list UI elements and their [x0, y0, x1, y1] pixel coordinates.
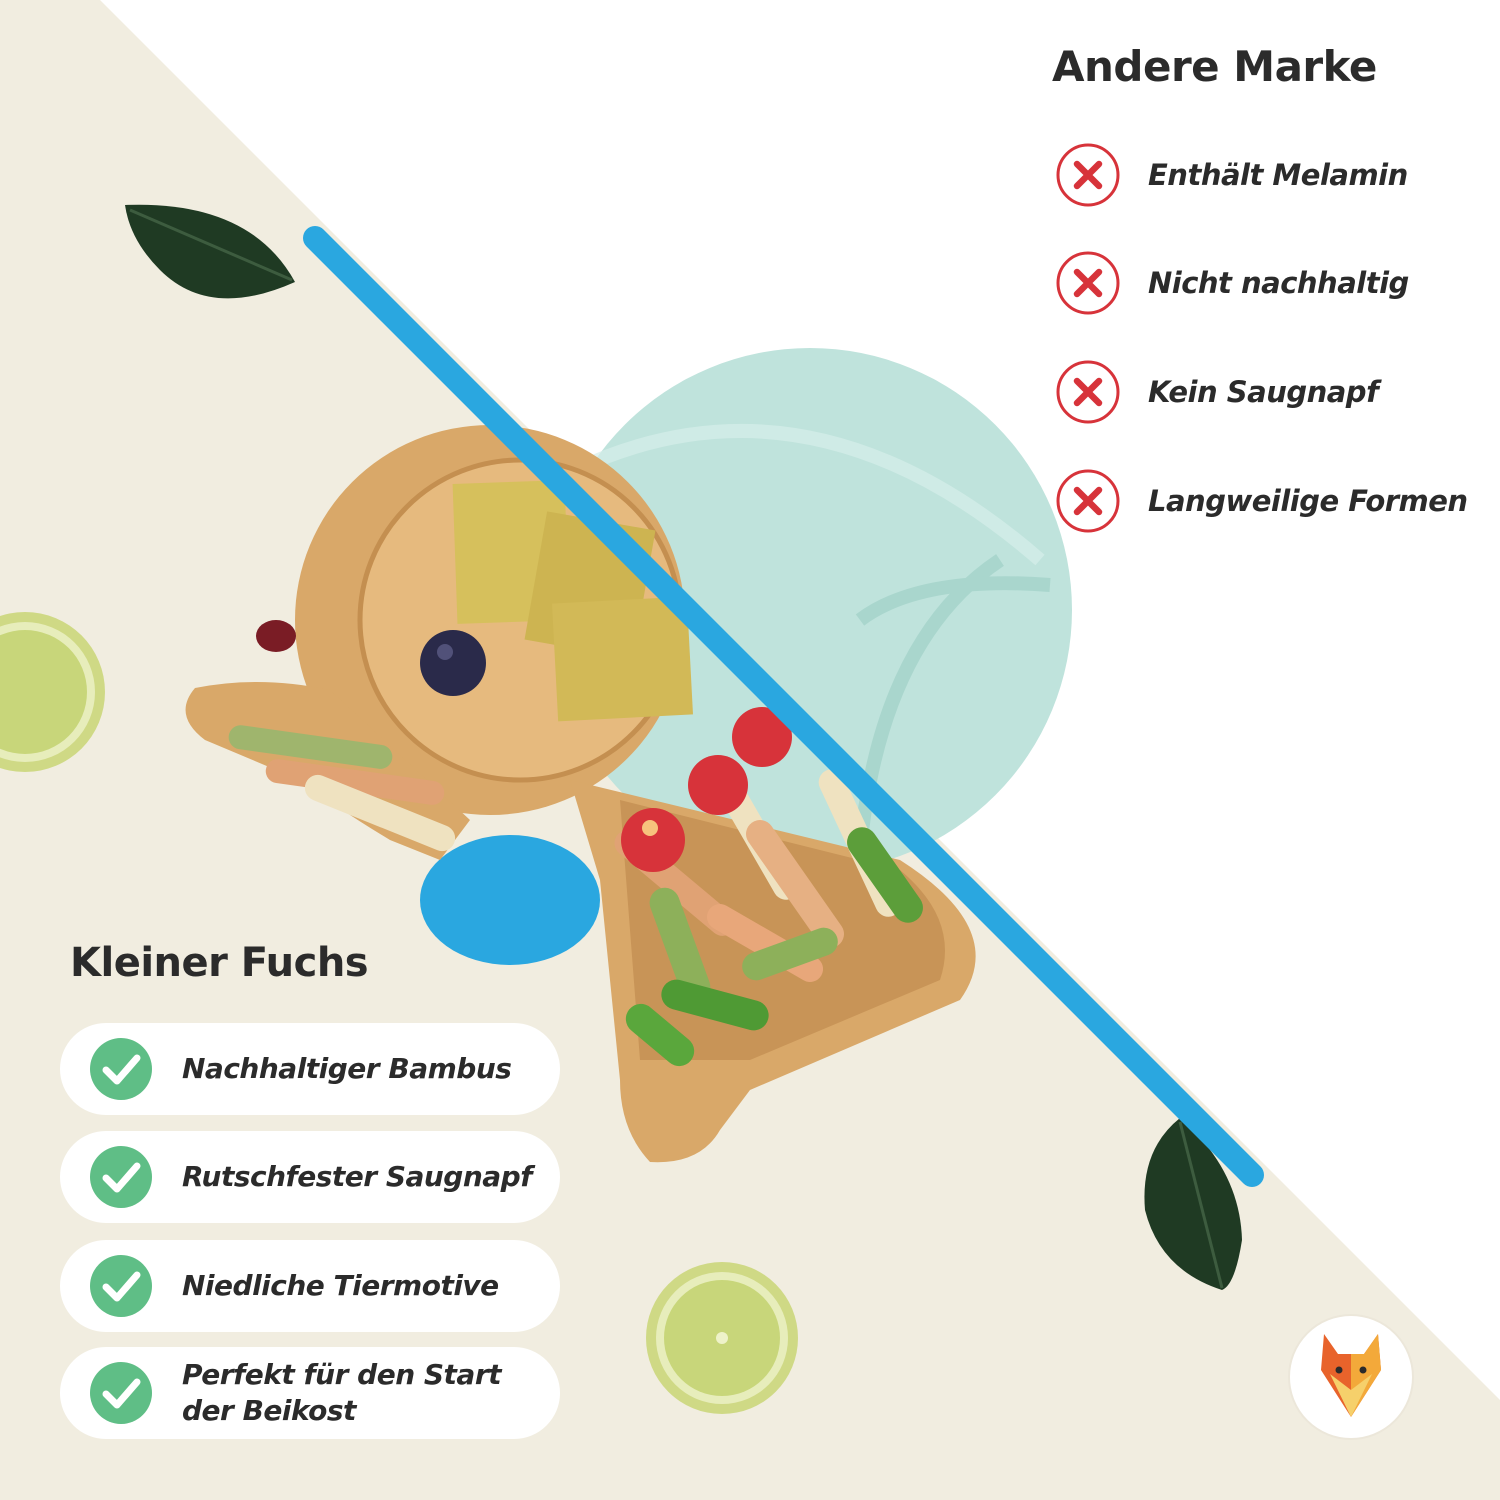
con-item: Langweilige Formen	[1056, 466, 1468, 536]
pro-item: Perfekt für den Start der Beikost	[60, 1347, 560, 1439]
x-circle-icon	[1056, 469, 1120, 533]
pasta-body	[614, 707, 923, 1067]
con-item: Nicht nachhaltig	[1056, 248, 1409, 318]
pro-label: Niedliche Tiermotive	[182, 1269, 499, 1302]
con-item: Kein Saugnapf	[1056, 357, 1379, 427]
check-circle-icon	[90, 1255, 152, 1317]
x-circle-icon	[1056, 251, 1120, 315]
pro-label: Nachhaltiger Bambus	[182, 1052, 512, 1085]
check-circle-icon	[90, 1362, 152, 1424]
pro-item: Nachhaltiger Bambus	[60, 1023, 560, 1115]
con-label: Kein Saugnapf	[1148, 375, 1379, 409]
fox-logo-icon	[1288, 1314, 1414, 1440]
x-circle-icon	[1056, 143, 1120, 207]
divider-line	[303, 226, 1264, 1187]
pro-item: Rutschfester Saugnapf	[60, 1131, 560, 1223]
con-item: Enthält Melamin	[1056, 140, 1408, 210]
competitor-heading: Andere Marke	[1052, 42, 1377, 91]
lime-slice-bottom	[646, 1262, 798, 1414]
pro-label: Perfekt für den Start der Beikost	[182, 1358, 502, 1427]
suction-base	[420, 835, 600, 965]
pasta-trunk	[228, 725, 456, 852]
silicone-plate	[548, 348, 1072, 872]
check-circle-icon	[90, 1146, 152, 1208]
brand-heading: Kleiner Fuchs	[70, 940, 369, 986]
x-circle-icon	[1056, 360, 1120, 424]
pro-item: Niedliche Tiermotive	[60, 1240, 560, 1332]
lime-slice-left	[0, 612, 105, 772]
pro-label: Rutschfester Saugnapf	[182, 1160, 532, 1193]
con-label: Langweilige Formen	[1148, 484, 1468, 518]
blueberry	[420, 630, 486, 696]
con-label: Enthält Melamin	[1148, 158, 1408, 192]
berry	[256, 620, 296, 652]
leaf-bottom-right	[1144, 1118, 1242, 1290]
con-label: Nicht nachhaltig	[1148, 266, 1409, 300]
check-circle-icon	[90, 1038, 152, 1100]
leaf-top-left	[125, 204, 295, 299]
